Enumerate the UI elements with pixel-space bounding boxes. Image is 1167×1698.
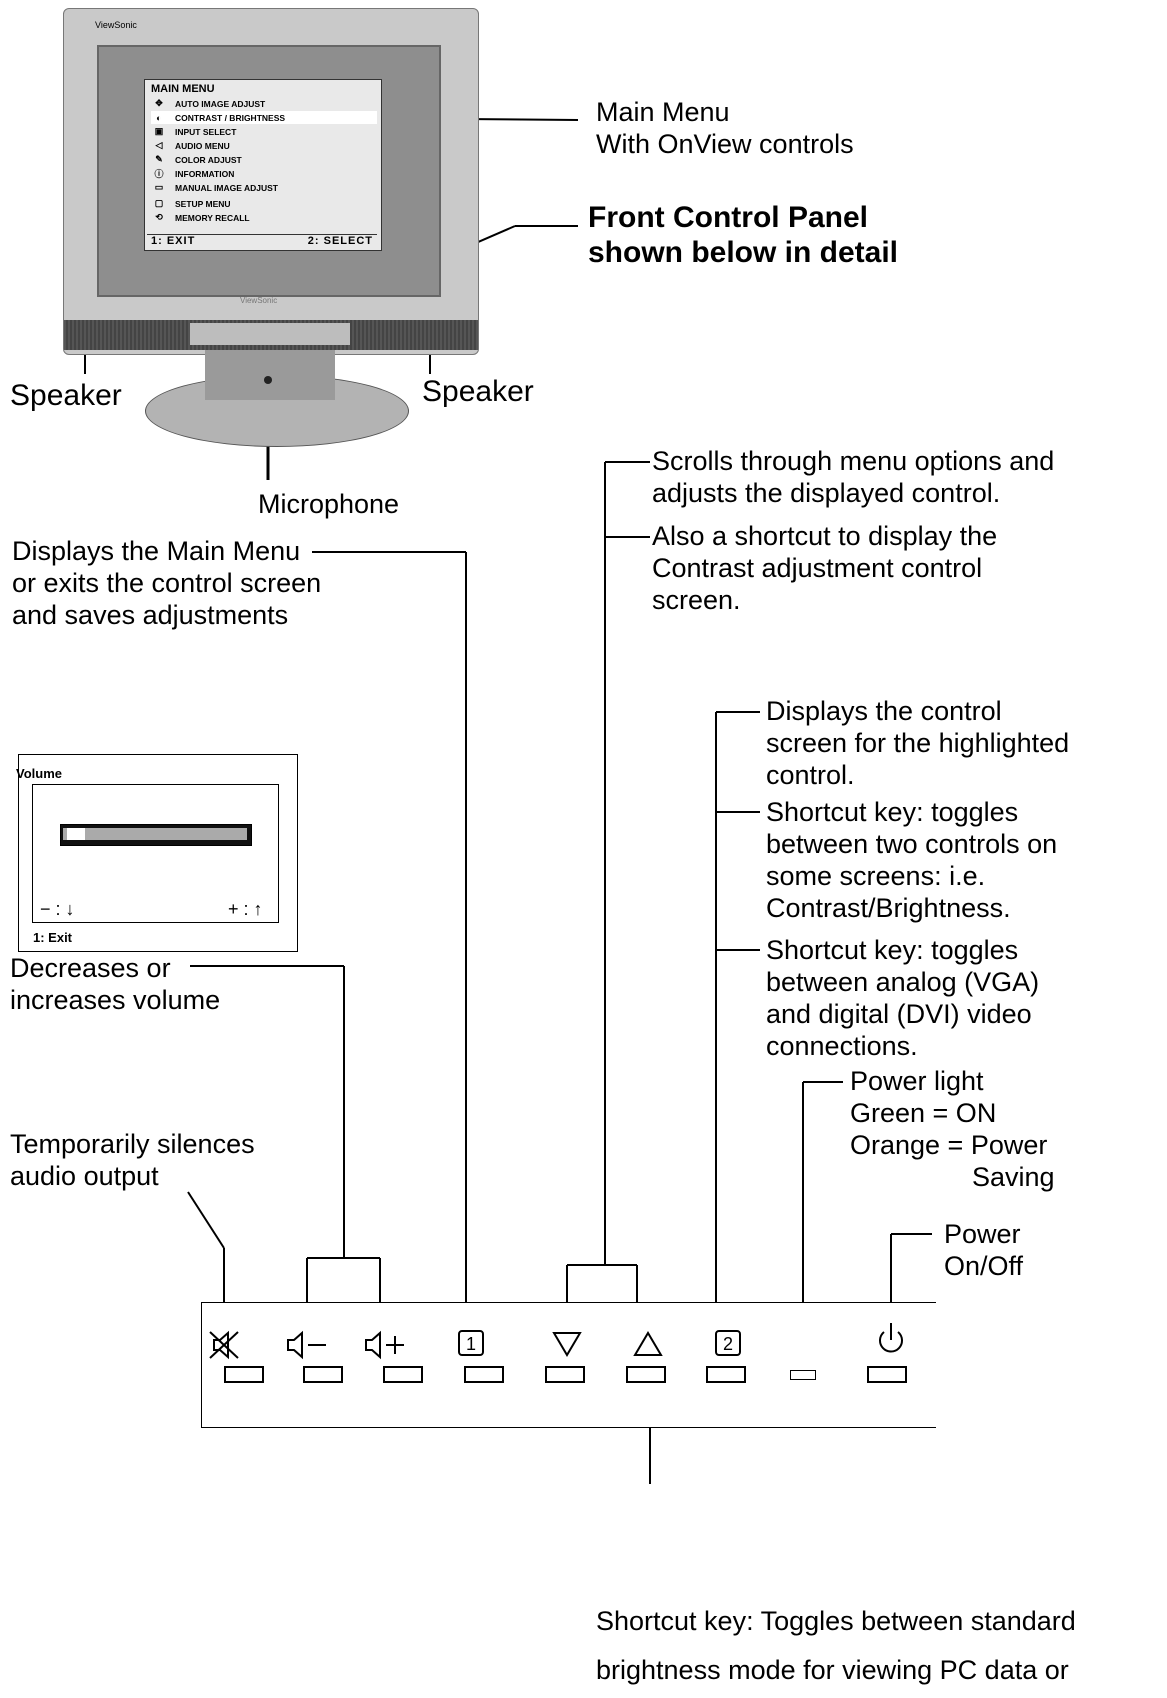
- bottom-shortcut-label: Shortcut key: Toggles between standard: [596, 1606, 1076, 1636]
- bottom-shortcut-label-2: brightness mode for viewing PC data or: [596, 1655, 1069, 1685]
- front-panel-label: Front Control Panel: [588, 201, 868, 234]
- two-key-icon: 2: [698, 1328, 758, 1364]
- osd-title: MAIN MENU: [151, 83, 215, 95]
- mini-control-panel: [190, 323, 350, 345]
- select-label-3: control.: [766, 760, 855, 790]
- svg-text:1: 1: [466, 1334, 476, 1354]
- osd-main-menu: MAIN MENU ✥AUTO IMAGE ADJUST ◐CONTRAST /…: [144, 79, 382, 251]
- volume-osd: [18, 754, 298, 952]
- select-label: Displays the control: [766, 696, 1002, 726]
- osd-item[interactable]: ✎COLOR ADJUST: [151, 153, 377, 166]
- main-menu-label-2: With OnView controls: [596, 129, 854, 159]
- speaker-left-label: Speaker: [10, 379, 122, 412]
- power-light-label-4: Saving: [972, 1162, 1055, 1192]
- volume-up-icon: [355, 1328, 415, 1368]
- toggle-two-label-3: some screens: i.e.: [766, 861, 986, 891]
- volume-slider-track: [63, 828, 247, 840]
- osd-select-label: 2: SELECT: [307, 235, 373, 247]
- scroll-label: Scrolls through menu options and: [652, 446, 1055, 476]
- toggle-video-label-3: and digital (DVI) video: [766, 999, 1032, 1029]
- power-label: Power: [944, 1219, 1021, 1249]
- main-menu-button-label-2: or exits the control screen: [12, 568, 322, 598]
- down-triangle-icon: [537, 1328, 597, 1364]
- contrast-shortcut-label-2: Contrast adjustment control: [652, 553, 983, 583]
- volume-down-button[interactable]: [303, 1366, 343, 1383]
- osd-item[interactable]: ▭MANUAL IMAGE ADJUST: [151, 181, 377, 194]
- microphone-hole: [264, 376, 272, 384]
- toggle-two-label-2: between two controls on: [766, 829, 1058, 859]
- power-icon: [861, 1320, 921, 1364]
- main-menu-button-label: Displays the Main Menu: [12, 536, 301, 566]
- button-2[interactable]: [706, 1366, 746, 1383]
- mute-button[interactable]: [224, 1366, 264, 1383]
- volume-slider-level: [67, 828, 85, 840]
- main-menu-button-label-3: and saves adjustments: [12, 600, 289, 630]
- main-menu-label: Main Menu: [596, 97, 730, 127]
- osd-item[interactable]: ⟲MEMORY RECALL: [151, 211, 377, 224]
- power-light-label-3: Orange = Power: [850, 1130, 1048, 1160]
- toggle-video-label-4: connections.: [766, 1031, 918, 1061]
- select-label-2: screen for the highlighted: [766, 728, 1070, 758]
- memory-icon: ⟲: [155, 212, 163, 222]
- up-triangle-icon: [618, 1328, 678, 1364]
- osd-item[interactable]: ✥AUTO IMAGE ADJUST: [151, 97, 377, 110]
- toggle-two-label: Shortcut key: toggles: [766, 797, 1019, 827]
- osd-item[interactable]: ▣INPUT SELECT: [151, 125, 377, 138]
- microphone-label: Microphone: [258, 489, 400, 519]
- volume-label: Decreases or: [10, 953, 171, 983]
- setup-icon: ▢: [154, 198, 164, 208]
- mute-label: Temporarily silences: [10, 1129, 255, 1159]
- speaker-right-label: Speaker: [422, 375, 534, 408]
- mute-icon: [194, 1328, 254, 1368]
- contrast-icon: ◐: [156, 112, 162, 123]
- manual-adjust-icon: ▭: [154, 182, 164, 192]
- button-1[interactable]: [464, 1366, 504, 1383]
- mute-label-2: audio output: [10, 1161, 159, 1191]
- contrast-shortcut-label-3: screen.: [652, 585, 741, 615]
- toggle-video-label: Shortcut key: toggles: [766, 935, 1019, 965]
- input-icon: ▣: [154, 126, 164, 136]
- power-label-2: On/Off: [944, 1251, 1024, 1281]
- osd-footer: 1: EXIT 2: SELECT: [147, 234, 377, 248]
- volume-up-button[interactable]: [383, 1366, 423, 1383]
- volume-plus-hint: + : ↑: [228, 899, 263, 919]
- volume-minus-hint: − : ↓: [40, 899, 75, 919]
- up-button[interactable]: [626, 1366, 666, 1383]
- power-light-label-2: Green = ON: [850, 1098, 997, 1128]
- power-light-label: Power light: [850, 1066, 984, 1096]
- info-icon: ⓘ: [154, 169, 164, 179]
- scroll-label-2: adjusts the displayed control.: [652, 478, 1001, 508]
- power-light: [790, 1370, 816, 1380]
- down-button[interactable]: [545, 1366, 585, 1383]
- volume-label-2: increases volume: [10, 985, 221, 1015]
- auto-adjust-icon: ✥: [155, 98, 163, 108]
- osd-item[interactable]: ◐CONTRAST / BRIGHTNESS: [151, 111, 377, 124]
- color-icon: ✎: [155, 154, 163, 164]
- power-button[interactable]: [867, 1366, 907, 1383]
- viewsonic-logo: ViewSonic: [95, 20, 137, 30]
- front-panel-label-2: shown below in detail: [588, 236, 899, 269]
- volume-osd-title: Volume: [16, 766, 62, 781]
- front-control-panel: [201, 1302, 936, 1428]
- one-key-icon: 1: [441, 1328, 501, 1364]
- osd-exit-label: 1: EXIT: [151, 235, 196, 247]
- audio-icon: ◁: [155, 140, 163, 150]
- volume-exit-hint: 1: Exit: [33, 930, 73, 945]
- toggle-video-label-2: between analog (VGA): [766, 967, 1040, 997]
- volume-down-icon: [277, 1328, 337, 1368]
- toggle-two-label-4: Contrast/Brightness.: [766, 893, 1011, 923]
- svg-text:2: 2: [723, 1334, 733, 1354]
- contrast-shortcut-label: Also a shortcut to display the: [652, 521, 998, 551]
- osd-item[interactable]: ▢SETUP MENU: [151, 197, 377, 210]
- volume-osd-frame: [32, 784, 279, 923]
- osd-item[interactable]: ◁AUDIO MENU: [151, 139, 377, 152]
- monitor-brand-name: ViewSonic: [240, 296, 278, 305]
- volume-slider[interactable]: [60, 824, 252, 846]
- monitor-stand-neck: [205, 350, 335, 400]
